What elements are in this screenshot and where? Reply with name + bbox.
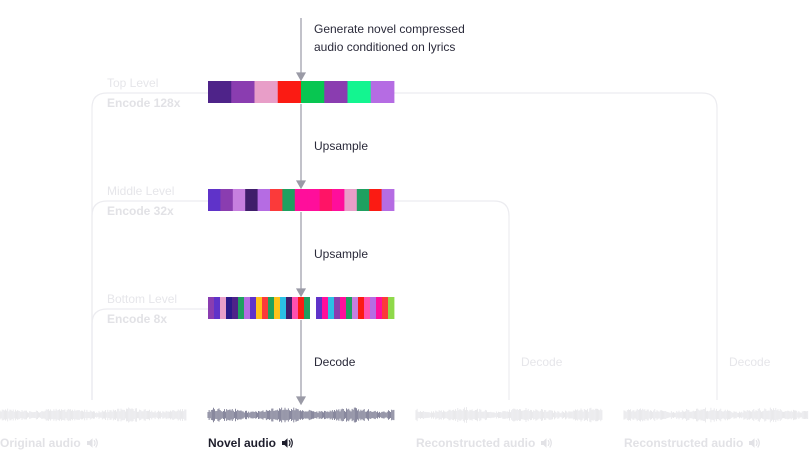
speaker-icon <box>282 438 293 448</box>
code-cell <box>301 81 325 103</box>
code-cell <box>294 189 308 211</box>
code-cell <box>346 297 353 319</box>
reconstructed-audio-waveform-2 <box>623 407 809 423</box>
top-level-code-bar <box>208 81 395 103</box>
code-cell <box>356 189 370 211</box>
code-cell <box>232 189 246 211</box>
code-cell <box>369 189 382 211</box>
decode-label-main: Decode <box>314 355 356 369</box>
code-cell <box>332 189 345 211</box>
code-cell <box>292 297 299 319</box>
arrow-decode-head <box>295 396 307 406</box>
generate-caption-line1: Generate novel compressed <box>314 22 465 36</box>
code-cell <box>286 297 293 319</box>
reconstructed-audio-waveform-1 <box>415 407 603 423</box>
code-cell <box>231 81 255 103</box>
code-cell <box>277 81 302 103</box>
code-cell <box>270 189 283 211</box>
top-level-bracket <box>91 92 718 400</box>
code-cell <box>344 189 358 211</box>
bracket-connectors <box>91 92 718 400</box>
bottom-level-encode: Encode 8x <box>107 312 168 326</box>
upsample-label-2: Upsample <box>314 247 369 261</box>
code-cell <box>254 81 279 103</box>
arrow-upsample-1-head <box>295 180 307 190</box>
code-cell <box>352 297 359 319</box>
code-cell <box>250 297 257 319</box>
bottom-level-name: Bottom Level <box>107 292 178 306</box>
middle-level-encode: Encode 32x <box>107 204 174 218</box>
code-cell <box>262 297 269 319</box>
code-cell <box>370 81 395 103</box>
speaker-icon <box>749 438 761 448</box>
audio-label-novel-text: Novel audio <box>208 436 277 450</box>
bottom-level-code-bar <box>208 297 395 319</box>
code-cell <box>358 297 365 319</box>
speaker-icon <box>541 438 553 448</box>
middle-level-bracket <box>91 200 510 400</box>
audio-label-novel[interactable]: Novel audio <box>208 436 294 450</box>
code-cell <box>232 297 239 319</box>
audio-label-original[interactable]: Original audio <box>0 436 99 450</box>
code-cell <box>334 297 341 319</box>
arrow-upsample-2-head <box>295 288 307 298</box>
code-cell <box>328 297 335 319</box>
code-cell <box>376 297 383 319</box>
code-cell <box>208 81 232 103</box>
speaker-icon <box>86 438 98 448</box>
code-cell <box>307 189 320 211</box>
code-cell <box>316 297 323 319</box>
audio-label-reconstructed-2[interactable]: Reconstructed audio <box>624 436 761 450</box>
code-cell <box>381 189 395 211</box>
middle-level-code-bar <box>208 189 395 211</box>
upsample-label-1: Upsample <box>314 139 369 153</box>
code-cell <box>256 297 263 319</box>
code-cell <box>214 297 221 319</box>
code-cell <box>208 189 221 211</box>
code-cell <box>244 297 251 319</box>
code-cell <box>280 297 287 319</box>
code-cell <box>245 189 258 211</box>
code-cell <box>304 297 311 319</box>
code-cell <box>388 297 395 319</box>
code-cell <box>257 189 271 211</box>
arrow-generate-head <box>295 72 307 82</box>
original-audio-waveform <box>0 407 187 423</box>
code-cell <box>238 297 245 319</box>
code-cell <box>220 189 234 211</box>
code-cell <box>208 297 215 319</box>
code-cell <box>220 297 227 319</box>
code-cell <box>310 297 317 319</box>
decode-label-3: Decode <box>729 355 771 369</box>
top-level-name: Top Level <box>107 76 159 90</box>
code-cell <box>319 189 333 211</box>
audio-label-reconstructed-1-text: Reconstructed audio <box>416 436 536 450</box>
top-level-encode: Encode 128x <box>107 96 181 110</box>
audio-label-reconstructed-1[interactable]: Reconstructed audio <box>416 436 553 450</box>
code-cell <box>347 81 372 103</box>
code-cell <box>382 297 389 319</box>
code-cell <box>370 297 377 319</box>
code-cell <box>274 297 281 319</box>
code-cell <box>364 297 371 319</box>
code-cell <box>226 297 233 319</box>
code-cell <box>322 297 329 319</box>
decode-label-2: Decode <box>521 355 563 369</box>
code-cell <box>340 297 347 319</box>
flow-arrows <box>295 18 307 406</box>
code-cell <box>324 81 348 103</box>
code-cell <box>298 297 305 319</box>
code-cell <box>282 189 296 211</box>
generate-caption-line2: audio conditioned on lyrics <box>314 40 456 54</box>
middle-level-name: Middle Level <box>107 184 175 198</box>
audio-label-original-text: Original audio <box>0 436 81 450</box>
novel-audio-waveform <box>207 407 395 423</box>
audio-label-reconstructed-2-text: Reconstructed audio <box>624 436 744 450</box>
code-cell <box>268 297 275 319</box>
